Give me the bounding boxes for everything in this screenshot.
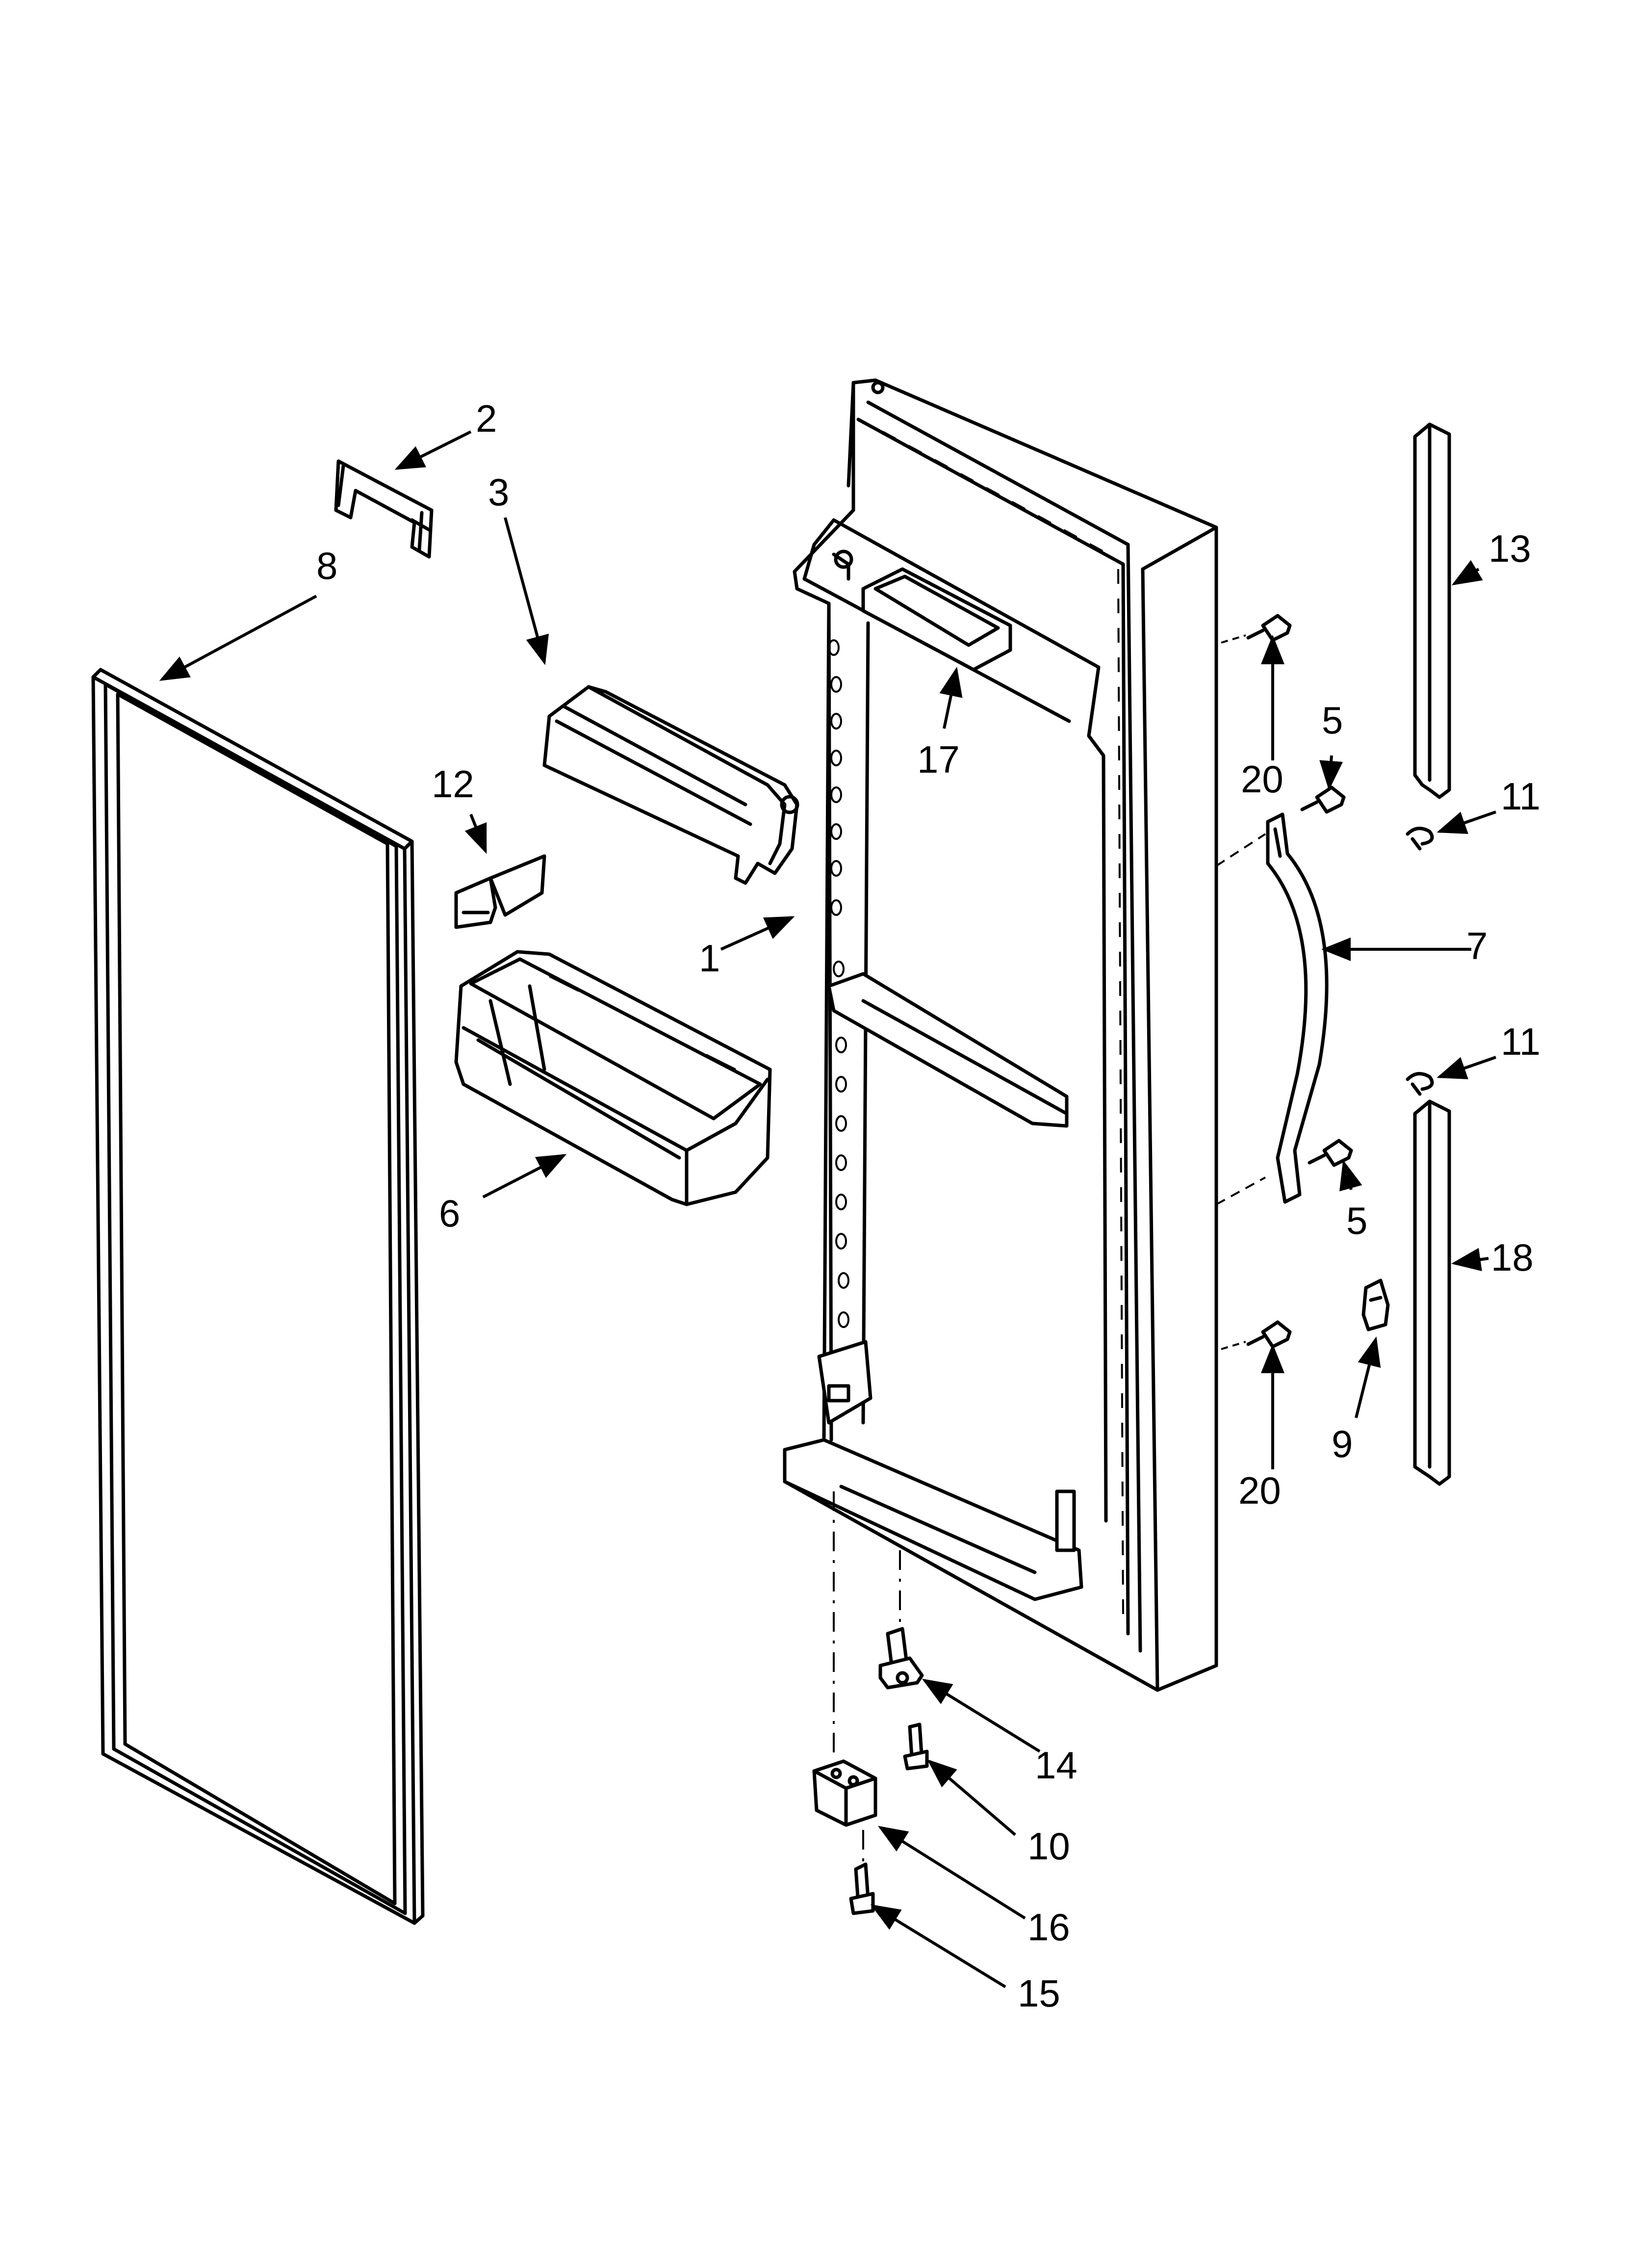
trim-strip-lower — [1413, 1099, 1451, 1486]
trim-strip-upper — [1413, 422, 1451, 799]
callout-9: 9 — [1332, 1422, 1353, 1465]
door-bin — [454, 950, 772, 1206]
retainer-clip — [454, 854, 546, 929]
screw-5-upper — [1300, 785, 1346, 814]
callout-5-upper: 5 — [1322, 699, 1343, 742]
hinge-bottom-screw — [849, 1862, 875, 1915]
handle-bracket — [1361, 1278, 1390, 1331]
callout-20-upper: 20 — [1241, 757, 1283, 801]
hinge-screw — [903, 1722, 929, 1771]
screw-5-lower — [1308, 1139, 1353, 1167]
callout-3: 3 — [488, 470, 509, 514]
clip-lower — [1406, 1072, 1434, 1096]
screw-20-lower — [1221, 1320, 1292, 1350]
callout-11-upper: 11 — [1501, 775, 1540, 818]
bracket — [334, 459, 434, 559]
callout-2: 2 — [476, 397, 497, 440]
door-gasket — [91, 668, 425, 1925]
dairy-door-cover — [542, 685, 799, 885]
callout-11-lower: 11 — [1501, 1020, 1540, 1063]
door-handle — [1266, 812, 1329, 1204]
callout-12: 12 — [432, 762, 474, 806]
callout-5-lower: 5 — [1346, 1199, 1367, 1242]
callout-20-lower: 20 — [1238, 1469, 1281, 1512]
clip-upper — [1406, 827, 1434, 851]
leader-lines — [159, 430, 1496, 1988]
shelf-holes — [828, 639, 849, 1328]
callout-18: 18 — [1491, 1236, 1534, 1279]
callout-13: 13 — [1488, 527, 1531, 570]
callout-6: 6 — [439, 1192, 460, 1235]
bottom-hinge — [812, 1759, 877, 1827]
callout-10: 10 — [1027, 1825, 1070, 1868]
callout-15: 15 — [1018, 1972, 1060, 2015]
callout-17: 17 — [917, 738, 960, 781]
callout-labels: 2 3 8 12 1 6 17 20 5 13 11 7 11 5 18 9 2… — [316, 397, 1540, 2015]
callout-14: 14 — [1035, 1744, 1078, 1787]
callout-7: 7 — [1466, 924, 1488, 967]
screw-20-upper — [1221, 614, 1292, 644]
callout-8: 8 — [316, 544, 337, 587]
hinge-pin — [878, 1627, 924, 1690]
callout-1: 1 — [699, 937, 720, 980]
callout-16: 16 — [1027, 1905, 1070, 1949]
top-tray — [861, 567, 1012, 672]
door-assembly — [783, 378, 1218, 1692]
